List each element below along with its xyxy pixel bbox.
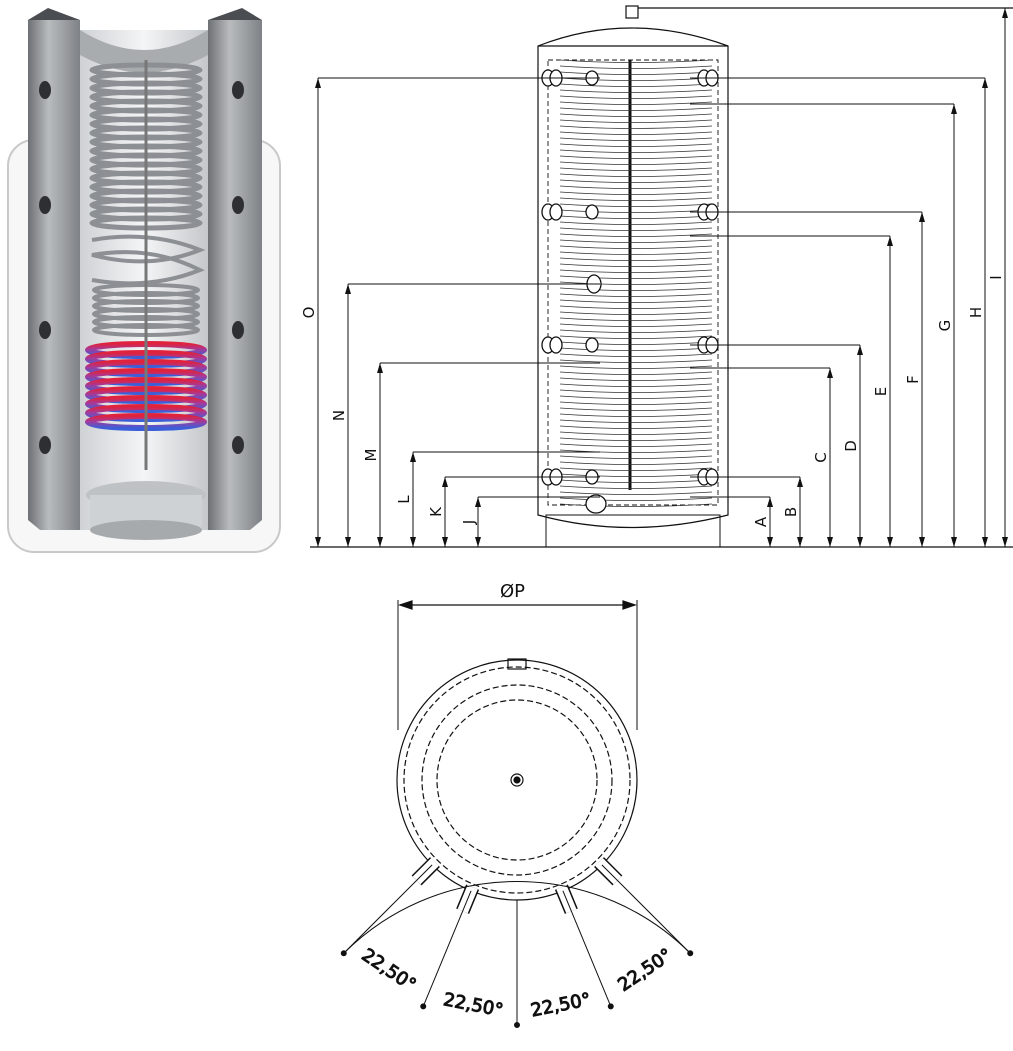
dimension-label-C: C	[812, 452, 830, 462]
top-fitting	[625, 5, 639, 19]
tank-cutaway-image	[7, 8, 281, 553]
dimension-label-O: O	[300, 307, 318, 319]
tank-elevation-drawing: A B C D E F G H I J K L M N O	[300, 5, 1013, 548]
angle-label: 22,50°	[441, 989, 504, 1021]
tank-outline	[537, 27, 729, 529]
dimension-label-D: D	[842, 440, 860, 452]
angle-label: 22,50°	[529, 989, 592, 1021]
dimension-label-B: B	[782, 507, 800, 517]
dimension-label-G: G	[936, 320, 954, 332]
dimension-label-N: N	[330, 410, 348, 421]
dimension-label-K: K	[427, 506, 445, 517]
dimension-label-E: E	[872, 387, 890, 396]
dimension-label-A: A	[752, 516, 770, 527]
diameter-label: ØP	[500, 581, 525, 602]
dimension-label-M: M	[362, 449, 380, 462]
dimension-label-H: H	[967, 307, 985, 318]
dimension-label-F: F	[904, 375, 922, 384]
angle-label: 22,50°	[358, 945, 420, 996]
dimension-label-I: I	[987, 275, 1005, 279]
angle-label: 22,50°	[614, 945, 676, 996]
dimension-label-L: L	[395, 495, 413, 504]
dimension-label-J: J	[460, 520, 478, 525]
tank-plan-view: ØP 22,50° 22,50° 22,50° 22,50°	[340, 581, 694, 1028]
